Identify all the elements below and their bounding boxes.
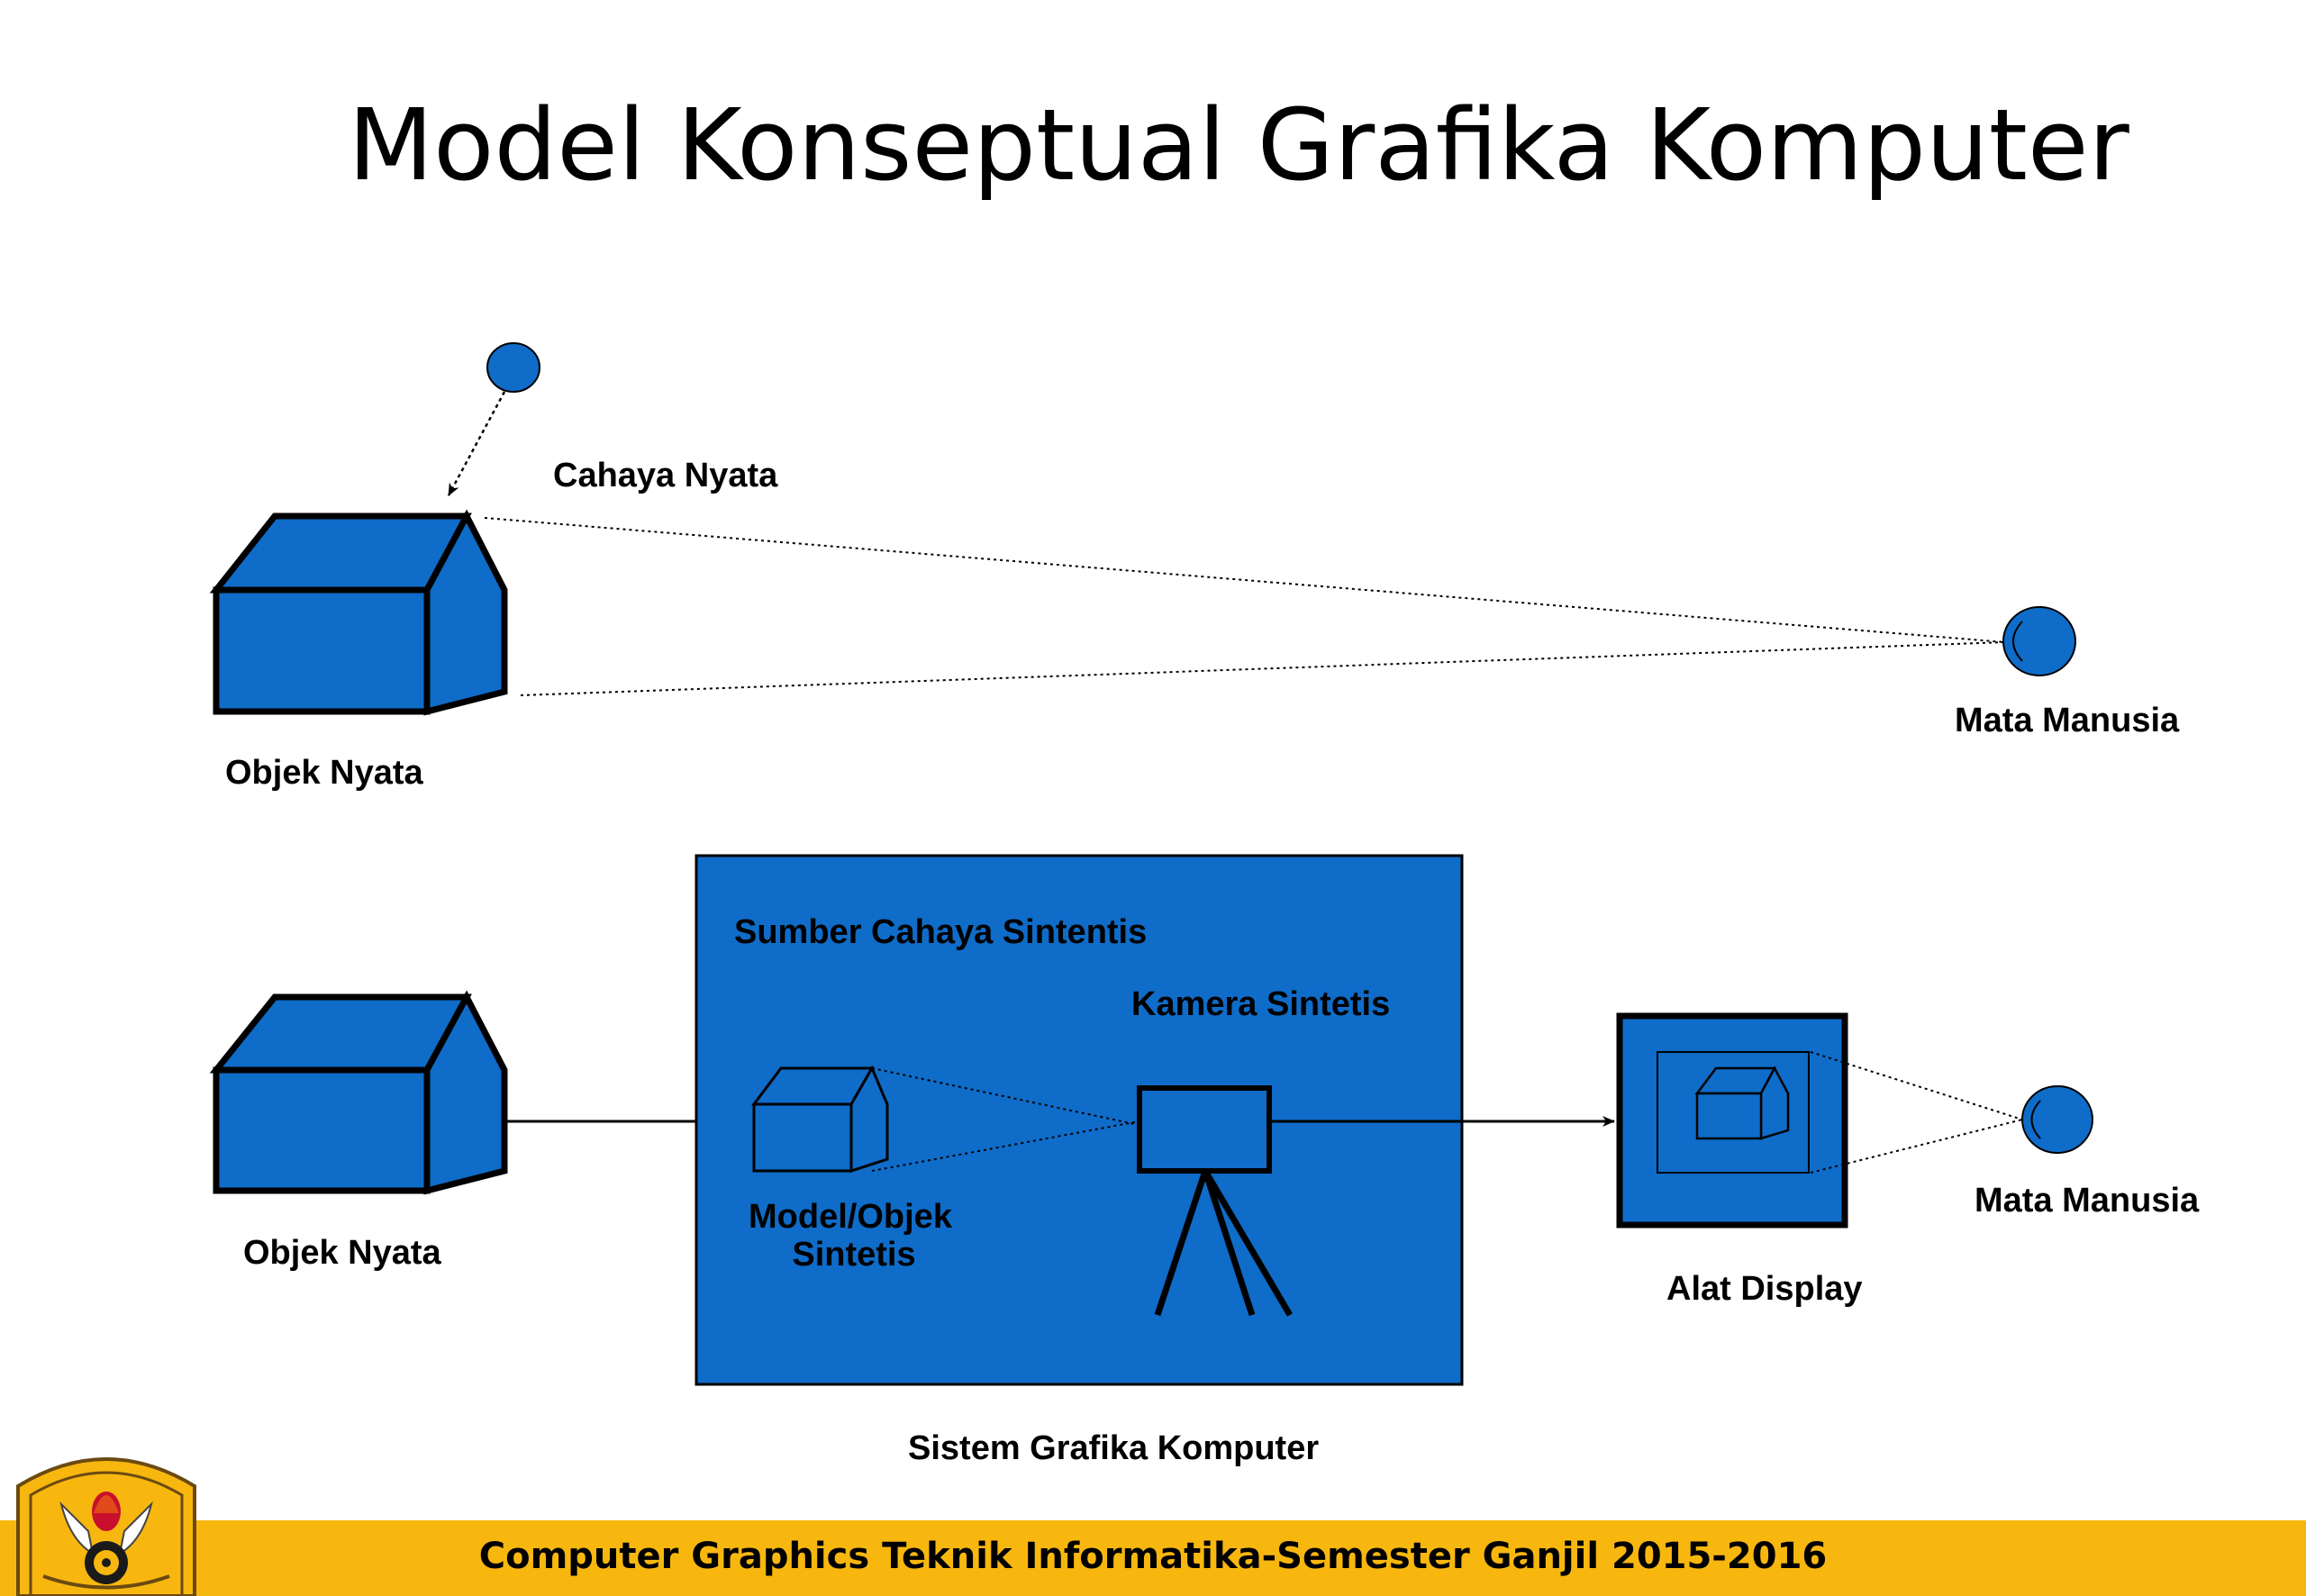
label-model-line2: Sintetis <box>792 1236 915 1274</box>
footer-bar <box>0 1520 2306 1596</box>
light-ray-arrow <box>447 391 506 496</box>
view-line-bottom-upper <box>1810 1051 2023 1120</box>
label-alat-display: Alat Display <box>1666 1270 1863 1308</box>
view-line-top-lower <box>520 641 2005 696</box>
label-cahaya-nyata: Cahaya Nyata <box>553 457 778 494</box>
house-icon <box>209 990 508 1195</box>
house-icon <box>209 509 508 716</box>
eye-icon <box>2021 1085 2093 1154</box>
label-sistem-grafika: Sistem Grafika Komputer <box>908 1429 1319 1467</box>
label-mata-manusia-top: Mata Manusia <box>1955 702 2180 739</box>
view-line-bottom-lower <box>1810 1119 2023 1174</box>
projection-line-upper <box>871 1067 1271 1154</box>
slide-title: Model Konseptual Grafika Komputer <box>348 87 2129 203</box>
label-objek-nyata-bottom: Objek Nyata <box>243 1234 442 1272</box>
label-objek-nyata-top: Objek Nyata <box>225 754 424 792</box>
university-seal-icon <box>16 1457 196 1596</box>
label-mata-manusia-bottom: Mata Manusia <box>1975 1182 2200 1220</box>
label-kamera-sintetis: Kamera Sintetis <box>1131 985 1390 1023</box>
label-model-line1: Model/Objek <box>749 1198 953 1236</box>
footer-text: Computer Graphics Teknik Informatika-Sem… <box>478 1536 1828 1577</box>
display-monitor-icon <box>1616 1012 1848 1229</box>
light-source-icon <box>486 342 540 393</box>
camera-tripod-icon <box>1137 1085 1294 1317</box>
eye-icon <box>2002 606 2076 676</box>
projection-line-lower <box>871 1096 1271 1172</box>
label-sumber-cahaya: Sumber Cahaya Sintentis <box>734 913 1147 951</box>
synthetic-house-icon <box>751 1065 889 1174</box>
view-line-top-upper <box>484 517 2005 643</box>
